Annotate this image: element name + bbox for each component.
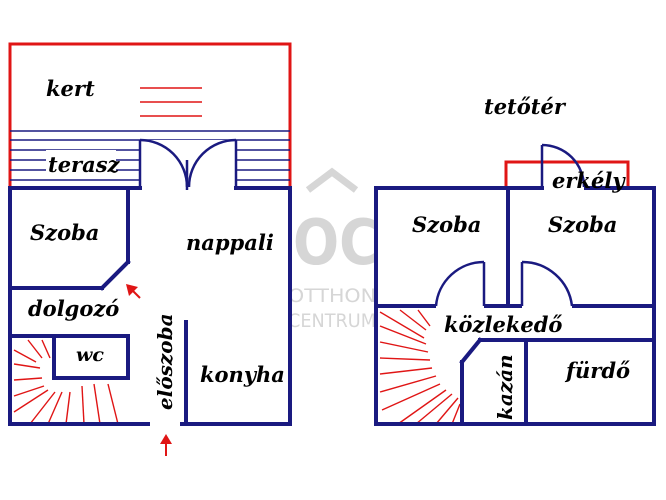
upper-walls xyxy=(374,186,656,426)
watermark: OC OTTHON CENTRUM xyxy=(288,167,379,332)
watermark-line2: CENTRUM xyxy=(288,310,376,332)
label-kazan: kazán xyxy=(493,354,517,420)
watermark-line1: OTTHON xyxy=(288,285,376,307)
balcony-outline xyxy=(504,160,630,188)
direction-arrow-icon xyxy=(126,284,141,299)
label-furdo: fürdő xyxy=(564,358,630,383)
label-szoba-left: Szoba xyxy=(412,212,481,237)
label-eloszoba: előszoba xyxy=(153,313,177,410)
label-dolgozo: dolgozó xyxy=(28,296,119,321)
upper-floor: tetőtér xyxy=(374,94,656,426)
label-szoba: Szoba xyxy=(30,220,99,245)
entrance-arrow-icon xyxy=(160,434,172,456)
ground-walls xyxy=(8,186,292,426)
terrace-double-door xyxy=(138,138,238,190)
garden-outline xyxy=(8,42,292,188)
label-kozlekedo: közlekedő xyxy=(444,312,562,337)
label-kert: kert xyxy=(46,76,95,101)
label-nappali: nappali xyxy=(186,230,274,255)
upper-floor-title: tetőtér xyxy=(484,94,567,119)
ground-stairs xyxy=(13,339,119,425)
label-erkely: erkély xyxy=(552,168,626,193)
upper-stairs xyxy=(379,309,461,425)
ground-floor: kert terasz Szoba nappali dolgozó wc elő… xyxy=(8,42,292,456)
label-terasz: terasz xyxy=(48,152,121,177)
label-wc: wc xyxy=(76,344,104,366)
label-konyha: konyha xyxy=(200,362,285,387)
garden-steps xyxy=(140,87,202,117)
watermark-roof-icon xyxy=(305,167,359,193)
watermark-logo: OC xyxy=(293,206,379,279)
upper-doors xyxy=(434,143,586,307)
label-szoba-right: Szoba xyxy=(548,212,617,237)
